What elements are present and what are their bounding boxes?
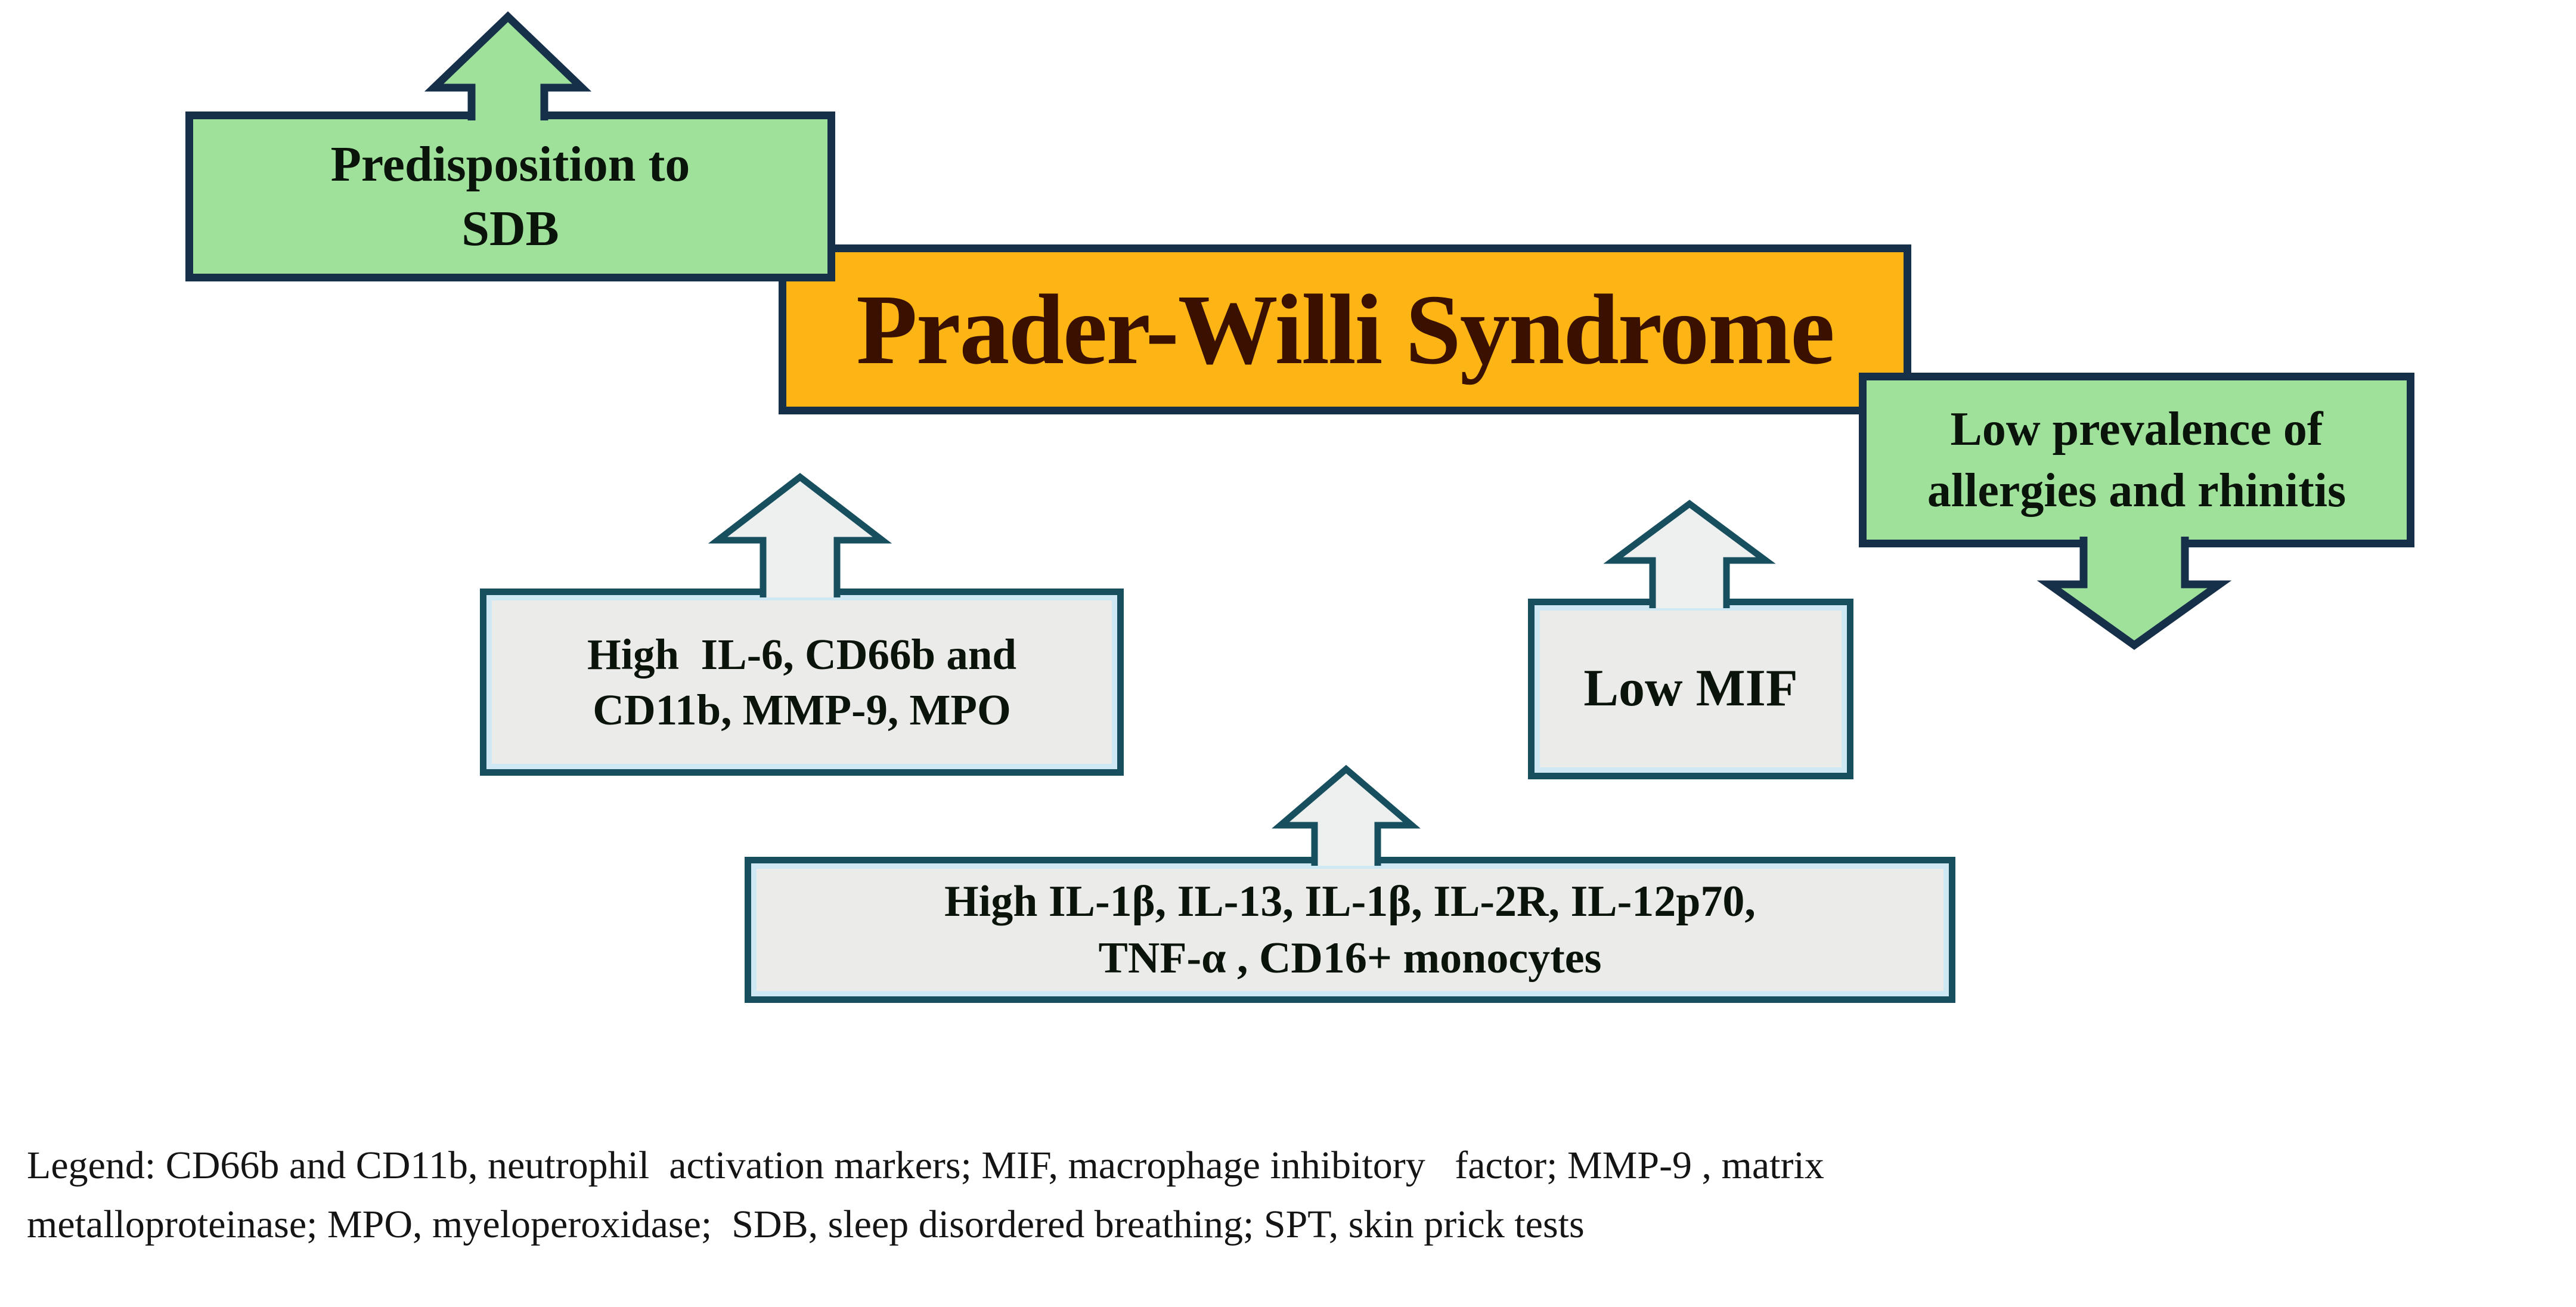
neutrophil-markers-label: High IL-6, CD66b and CD11b, MMP-9, MPO: [587, 630, 1017, 734]
up-arrow-neutrophil-icon: [708, 473, 892, 597]
low-prevalence-allergies-label: Low prevalence of allergies and rhinitis: [1927, 403, 2346, 517]
low-mif-box: Low MIF: [1528, 599, 1853, 779]
predisposition-sdb-label: Predisposition to SDB: [330, 136, 690, 256]
down-arrow-low-prevalence-icon: [2036, 537, 2232, 650]
neutrophil-markers-box: High IL-6, CD66b and CD11b, MMP-9, MPO: [480, 589, 1124, 776]
up-arrow-cytokines-icon: [1272, 764, 1421, 866]
cytokines-box: High IL-1β, IL-13, IL-1β, IL-2R, IL-12p7…: [745, 857, 1955, 1003]
up-arrow-predisposition-icon: [424, 11, 592, 120]
predisposition-sdb-box: Predisposition to SDB: [185, 112, 835, 281]
low-mif-label: Low MIF: [1583, 659, 1798, 718]
prader-willi-syndrome-box: Prader-Willi Syndrome: [779, 244, 1911, 414]
cytokines-label: High IL-1β, IL-13, IL-1β, IL-2R, IL-12p7…: [944, 877, 1756, 983]
legend-text: Legend: CD66b and CD11b, neutrophil acti…: [27, 1144, 1824, 1246]
up-arrow-low-mif-icon: [1603, 500, 1776, 608]
low-prevalence-allergies-box: Low prevalence of allergies and rhinitis: [1859, 373, 2414, 547]
prader-willi-syndrome-label: Prader-Willi Syndrome: [856, 274, 1834, 385]
